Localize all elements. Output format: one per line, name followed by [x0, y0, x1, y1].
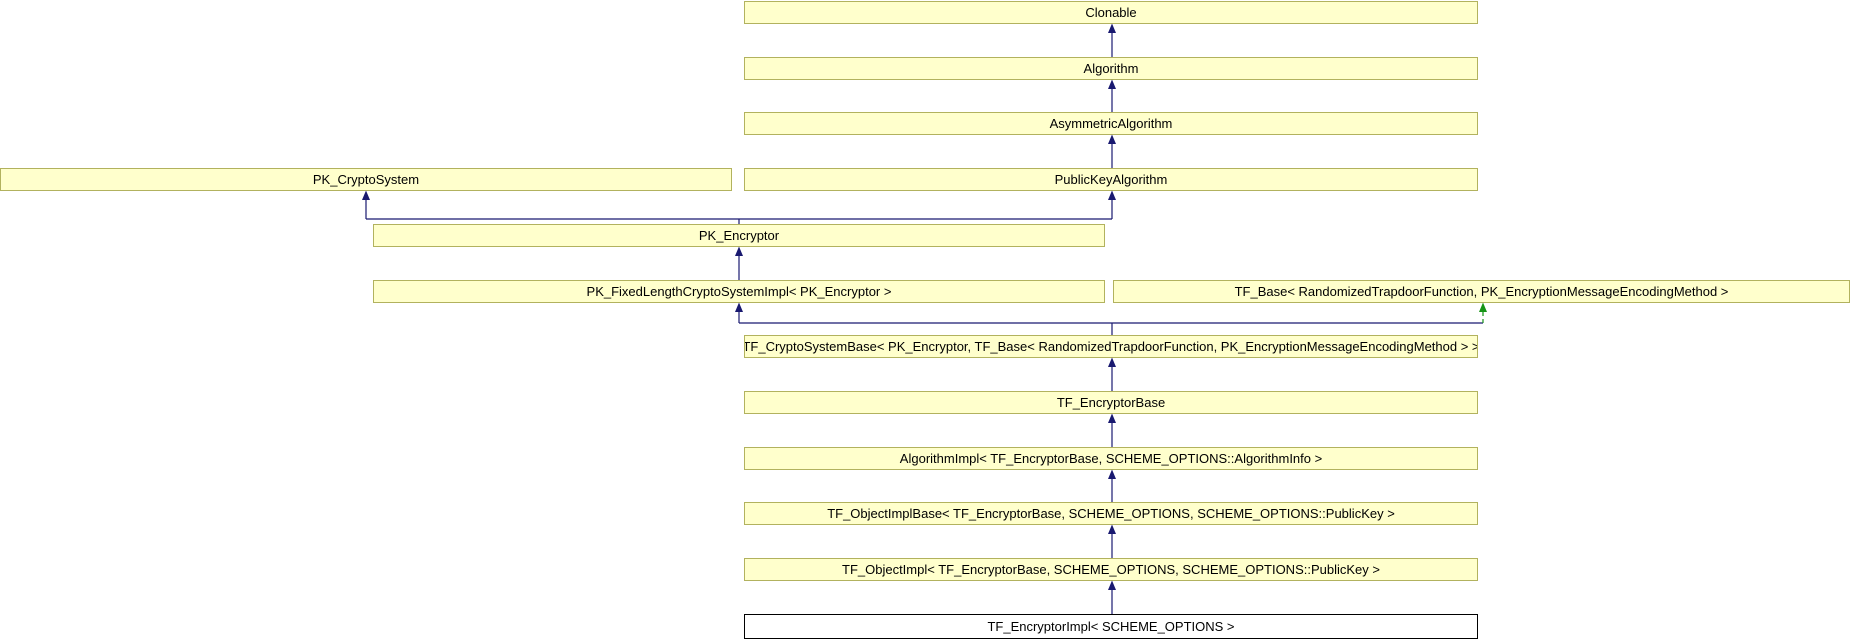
class-node-algorithm[interactable]: Algorithm: [744, 57, 1478, 80]
class-node-pk-encryptor[interactable]: PK_Encryptor: [373, 224, 1105, 247]
class-node-pk-fixedlengthcryptosystemimpl[interactable]: PK_FixedLengthCryptoSystemImpl< PK_Encry…: [373, 280, 1105, 303]
class-node-tf-objectimplbase[interactable]: TF_ObjectImplBase< TF_EncryptorBase, SCH…: [744, 502, 1478, 525]
edge-pk-encryptor-parents: [365, 198, 1113, 224]
class-node-tf-encryptorbase[interactable]: TF_EncryptorBase: [744, 391, 1478, 414]
class-node-tf-objectimpl[interactable]: TF_ObjectImpl< TF_EncryptorBase, SCHEME_…: [744, 558, 1478, 581]
class-node-tf-cryptosystembase[interactable]: TF_CryptoSystemBase< PK_Encryptor, TF_Ba…: [744, 335, 1478, 358]
protected-inheritance-arrowhead: [1479, 302, 1487, 312]
edge-tf-cryptosystembase-parents: [738, 310, 1483, 335]
class-node-asymmetricalgorithm[interactable]: AsymmetricAlgorithm: [744, 112, 1478, 135]
class-node-tf-base[interactable]: TF_Base< RandomizedTrapdoorFunction, PK_…: [1113, 280, 1850, 303]
class-node-clonable[interactable]: Clonable: [744, 1, 1478, 24]
class-node-publickeyalgorithm[interactable]: PublicKeyAlgorithm: [744, 168, 1478, 191]
class-node-pk-cryptosystem[interactable]: PK_CryptoSystem: [0, 168, 732, 191]
class-node-algorithmimpl[interactable]: AlgorithmImpl< TF_EncryptorBase, SCHEME_…: [744, 447, 1478, 470]
class-node-tf-encryptorimpl-current[interactable]: TF_EncryptorImpl< SCHEME_OPTIONS >: [744, 614, 1478, 639]
